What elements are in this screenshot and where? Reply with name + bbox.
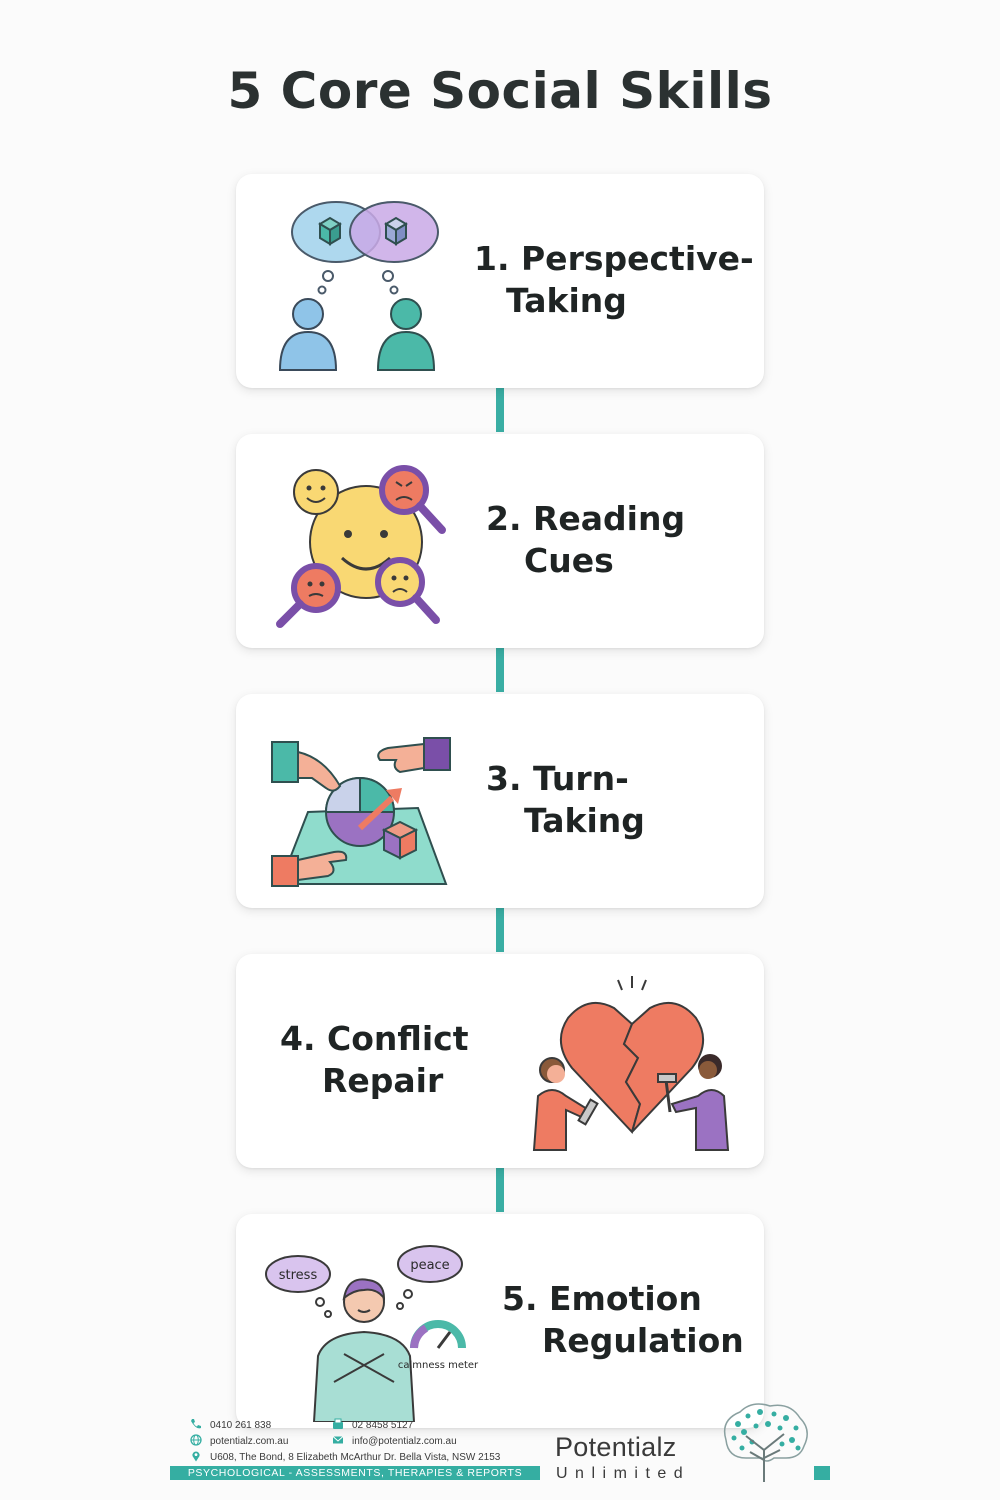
skill-number: 2.	[486, 499, 522, 538]
skill-title-line2: Regulation	[542, 1321, 744, 1360]
two-people-thought-bubbles-icon	[276, 192, 456, 372]
fax-number: 02 8458 5127	[352, 1420, 414, 1431]
website-link[interactable]: potentialz.com.au	[210, 1436, 289, 1447]
skill-card-5: stress peace calmness meter 5. Emotion R…	[236, 1214, 764, 1428]
email-link[interactable]: info@potentialz.com.au	[352, 1436, 457, 1447]
connector-line	[496, 908, 504, 952]
skill-number: 3.	[486, 759, 522, 798]
skill-title-line1: Reading	[533, 499, 686, 538]
phone-icon	[190, 1418, 202, 1430]
skill-label-2: 2. Reading Cues	[486, 498, 685, 582]
skill-label-3: 3. Turn- Taking	[486, 758, 645, 842]
address-text: U608, The Bond, 8 Elizabeth McArthur Dr.…	[210, 1452, 501, 1463]
connector-line	[496, 388, 504, 432]
skill-title-line2: Cues	[524, 541, 614, 580]
skill-title-line1: Conflict	[327, 1019, 469, 1058]
skill-number: 4.	[280, 1019, 316, 1058]
skill-title-line1: Turn-	[533, 759, 629, 798]
skill-label-5: 5. Emotion Regulation	[502, 1278, 744, 1362]
faces-magnifying-glass-icon	[274, 452, 454, 632]
skill-number: 1.	[474, 239, 510, 278]
brand-name: Potentialz	[555, 1432, 677, 1462]
skill-card-3: 3. Turn- Taking	[236, 694, 764, 908]
skill-title-line2: Taking	[524, 801, 645, 840]
person-calmness-meter-icon: stress peace calmness meter	[264, 1232, 484, 1423]
connector-line	[496, 648, 504, 692]
peace-bubble-text: peace	[410, 1258, 449, 1273]
brand-subtitle: Unlimited	[556, 1465, 691, 1482]
page-title: 5 Core Social Skills	[227, 62, 773, 120]
people-fixing-heart-icon	[526, 972, 736, 1152]
skill-number: 5.	[502, 1279, 538, 1318]
footer-phone: 0410 261 838	[190, 1418, 271, 1431]
footer-website[interactable]: potentialz.com.au	[190, 1434, 288, 1447]
skill-card-2: 2. Reading Cues	[236, 434, 764, 648]
skill-title-line1: Perspective-	[521, 239, 754, 278]
hands-sharing-game-icon	[268, 712, 451, 892]
skill-label-1: 1. Perspective- Taking	[474, 238, 754, 322]
globe-icon	[190, 1434, 202, 1446]
email-icon	[332, 1434, 344, 1446]
footer-fax: 02 8458 5127	[332, 1418, 413, 1431]
skill-card-4: 4. Conflict Repair	[236, 954, 764, 1168]
calmness-meter-label: calmness meter	[398, 1360, 479, 1371]
connector-line	[496, 1168, 504, 1212]
footer-email[interactable]: info@potentialz.com.au	[332, 1434, 457, 1447]
skill-title-line2: Repair	[322, 1061, 444, 1100]
stress-bubble-text: stress	[279, 1268, 318, 1283]
brand-accent-square	[814, 1466, 830, 1480]
skill-title-line2: Taking	[506, 281, 627, 320]
location-pin-icon	[190, 1450, 202, 1462]
brain-tree-logo-icon	[716, 1400, 812, 1484]
skill-label-4: 4. Conflict Repair	[280, 1018, 469, 1102]
footer-address: U608, The Bond, 8 Elizabeth McArthur Dr.…	[190, 1450, 500, 1463]
phone-number: 0410 261 838	[210, 1420, 272, 1431]
tagline-banner: PSYCHOLOGICAL - ASSESSMENTS, THERAPIES &…	[170, 1466, 540, 1480]
fax-icon	[332, 1418, 344, 1430]
skill-title-line1: Emotion	[549, 1279, 702, 1318]
skill-card-1: 1. Perspective- Taking	[236, 174, 764, 388]
